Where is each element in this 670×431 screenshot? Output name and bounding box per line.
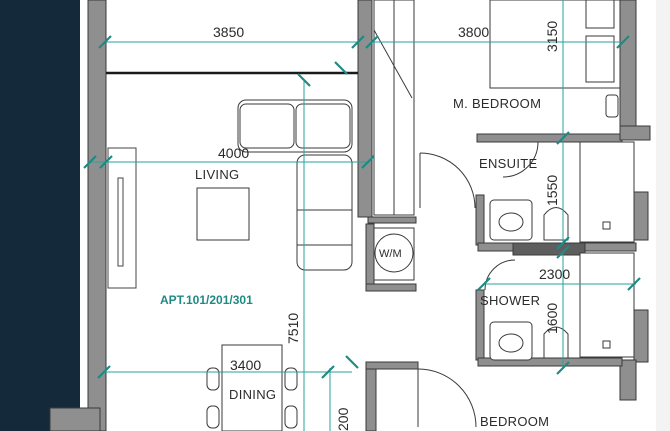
dim-tick <box>321 365 335 379</box>
wardrobe-diagonal <box>373 29 413 99</box>
dim-tick <box>345 355 359 369</box>
dining-table <box>221 344 283 431</box>
wall-central <box>357 0 373 218</box>
door-swing-main <box>417 368 477 428</box>
room-label-master-bedroom: M. BEDROOM <box>453 96 541 111</box>
background-panel <box>0 0 80 431</box>
dim-tick <box>83 155 97 169</box>
washing-machine-drum <box>374 233 414 273</box>
window-left-inner <box>117 177 124 267</box>
door-swing-bedroom <box>502 141 539 178</box>
wall-right-bottom <box>619 359 637 401</box>
shower-drain-ensuite <box>602 221 611 230</box>
wall-ensuite-top <box>476 133 623 143</box>
dimension-lines <box>88 0 636 431</box>
room-label-dining: DINING <box>229 387 276 402</box>
apartment-label: APT.101/201/301 <box>160 293 253 307</box>
dim-tick <box>556 236 570 250</box>
washing-machine-label: W/M <box>379 248 402 260</box>
wall-left-exterior <box>87 0 107 431</box>
door-swing-ensuite <box>419 152 476 209</box>
wall-lower-stub <box>365 361 377 431</box>
toilet-shower <box>543 326 569 359</box>
right-edge-strip <box>656 0 670 431</box>
wall-ensuite-left <box>475 194 485 246</box>
walls <box>49 0 651 431</box>
nightstand <box>605 94 619 118</box>
room-label-ensuite: ENSUITE <box>479 156 537 171</box>
dim-label-3800: 3800 <box>458 24 489 40</box>
sofa-seat-1 <box>239 103 295 149</box>
dim-label-2300: 2300 <box>539 266 570 282</box>
shower-tray <box>579 252 635 358</box>
dim-tick <box>351 35 365 49</box>
wall-wm-left <box>365 223 375 291</box>
dim-label-partial: 200 <box>335 407 351 431</box>
basin-shower <box>498 333 524 353</box>
sofa-seat-2 <box>295 103 351 149</box>
sofa-side <box>296 154 353 271</box>
wall-divider-dark <box>512 242 586 256</box>
coffee-table <box>196 187 250 241</box>
dim-tick <box>98 35 112 49</box>
wall-ensuite-top-right <box>619 125 651 141</box>
dim-label-1600: 1600 <box>544 303 560 334</box>
door-swing-shower <box>484 259 516 291</box>
dim-tick <box>556 131 570 145</box>
wall-right-exterior <box>619 0 637 141</box>
dim-label-7510: 7510 <box>285 313 301 344</box>
dim-tick <box>556 245 570 259</box>
dim-tick <box>365 35 379 49</box>
toilet-ensuite <box>543 207 569 241</box>
room-label-shower: SHOWER <box>480 293 540 308</box>
room-label-living: LIVING <box>195 167 239 182</box>
wall-right-lower <box>633 191 649 241</box>
dim-label-3850: 3850 <box>213 24 244 40</box>
basin-ensuite <box>498 212 524 232</box>
dim-tick <box>297 73 311 87</box>
dim-tick <box>477 277 491 291</box>
dim-label-1550: 1550 <box>544 175 560 206</box>
dining-chair <box>206 367 220 391</box>
dim-label-3400: 3400 <box>230 357 261 373</box>
room-label-bedroom: BEDROOM <box>480 414 549 429</box>
dimension-ticks <box>83 35 641 379</box>
dim-label-4000: 4000 <box>218 145 249 161</box>
shower-drain <box>602 340 611 349</box>
pillow <box>585 0 615 29</box>
wall-lower-stub-top <box>365 361 419 370</box>
wall-bottom-left <box>49 407 101 431</box>
pillow <box>585 35 615 83</box>
dim-tick <box>97 365 111 379</box>
dim-tick <box>616 35 630 49</box>
dim-tick <box>99 155 113 169</box>
dim-label-3150: 3150 <box>544 21 560 52</box>
dim-tick <box>627 277 641 291</box>
dining-chair <box>206 405 220 429</box>
furniture <box>196 0 635 431</box>
dim-tick <box>334 61 348 75</box>
dim-tick <box>361 155 375 169</box>
dim-tick <box>556 361 570 375</box>
wall-right-lower-2 <box>633 309 649 363</box>
dining-chair <box>284 405 298 429</box>
dining-chair <box>284 367 298 391</box>
wall-wm-bottom <box>365 283 417 292</box>
wall-central-lower <box>367 216 417 224</box>
doors <box>417 141 539 428</box>
